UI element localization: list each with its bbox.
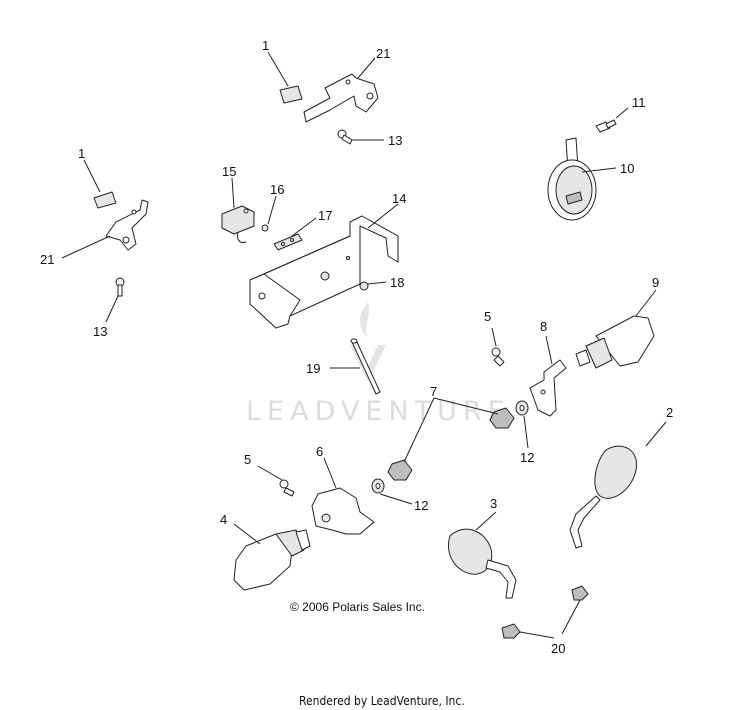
callout-5-left: 5 bbox=[244, 452, 251, 467]
nut-20-bottom bbox=[501, 623, 521, 639]
screw-13-left bbox=[115, 277, 125, 297]
callout-9: 9 bbox=[652, 275, 659, 290]
bracket-8 bbox=[529, 359, 567, 417]
callout-20: 20 bbox=[551, 641, 565, 656]
callout-7: 7 bbox=[430, 384, 437, 399]
callout-21-left: 21 bbox=[40, 252, 54, 267]
callout-14: 14 bbox=[392, 191, 406, 206]
washer-12-left bbox=[371, 478, 385, 494]
callout-1-top: 1 bbox=[262, 38, 269, 53]
callout-8: 8 bbox=[540, 319, 547, 334]
callout-6: 6 bbox=[316, 444, 323, 459]
callout-15: 15 bbox=[222, 164, 236, 179]
screw-5-left bbox=[279, 479, 295, 497]
callout-5-right: 5 bbox=[484, 309, 491, 324]
nut-18 bbox=[359, 281, 369, 291]
nut-20-top bbox=[571, 585, 589, 601]
callout-17: 17 bbox=[318, 208, 332, 223]
callout-18: 18 bbox=[390, 275, 404, 290]
turn-signal-9 bbox=[575, 315, 655, 369]
callout-13-left: 13 bbox=[93, 324, 107, 339]
relay-15 bbox=[221, 205, 255, 243]
bracket-14 bbox=[249, 215, 399, 329]
bracket-21-left bbox=[105, 199, 149, 251]
bracket-6 bbox=[311, 487, 375, 535]
rod-19 bbox=[350, 338, 381, 395]
callout-12-right: 12 bbox=[520, 450, 534, 465]
mirror-3 bbox=[448, 528, 517, 599]
screw-5-right bbox=[491, 347, 505, 367]
spacer-16 bbox=[261, 224, 269, 232]
callout-labels: 1 21 13 1 21 13 15 16 17 14 18 11 10 9 5… bbox=[40, 38, 673, 656]
bracket-21-top bbox=[303, 73, 379, 123]
copyright-notice: © 2006 Polaris Sales Inc. bbox=[290, 600, 425, 614]
callout-2: 2 bbox=[666, 405, 673, 420]
horn-10 bbox=[547, 137, 597, 221]
callout-19: 19 bbox=[306, 361, 320, 376]
callout-3: 3 bbox=[490, 496, 497, 511]
screw-13-top bbox=[337, 129, 353, 145]
turn-signal-4 bbox=[233, 529, 311, 591]
footer-credit: Rendered by LeadVenture, Inc. bbox=[299, 694, 465, 708]
mirror-2 bbox=[569, 445, 638, 549]
watermark-text: LEADVENTURE bbox=[246, 396, 511, 427]
pad-1-top bbox=[279, 85, 303, 104]
plate-17 bbox=[273, 233, 303, 251]
callout-13-top: 13 bbox=[388, 133, 402, 148]
callout-11: 11 bbox=[632, 95, 646, 110]
callout-21-top: 21 bbox=[376, 46, 390, 61]
washer-12-right bbox=[515, 400, 529, 416]
callout-4: 4 bbox=[220, 512, 227, 527]
nut-7-left bbox=[387, 459, 413, 481]
callout-16: 16 bbox=[270, 182, 284, 197]
pad-1-left bbox=[93, 191, 117, 209]
callout-12-left: 12 bbox=[414, 498, 428, 513]
callout-1-left: 1 bbox=[78, 146, 85, 161]
callout-10: 10 bbox=[620, 161, 634, 176]
screw-11 bbox=[595, 119, 617, 133]
